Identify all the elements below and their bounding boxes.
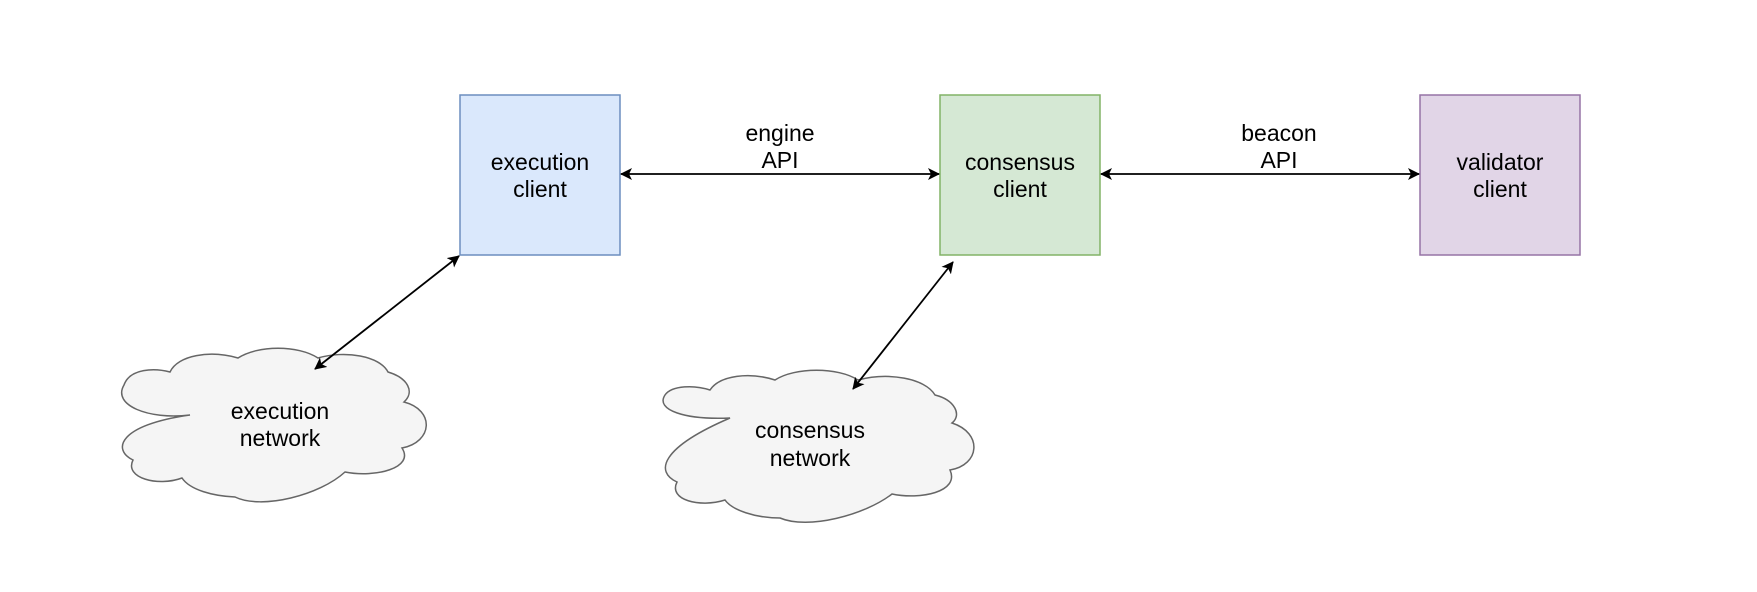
validator-client-box bbox=[1419, 94, 1581, 256]
beacon-api-label-line2: API bbox=[1260, 147, 1297, 173]
validator-client-label-line2: client bbox=[1473, 176, 1527, 202]
consensus-network-label-line1: consensus bbox=[755, 417, 865, 443]
beacon-api-label-line1: beacon bbox=[1241, 120, 1316, 146]
validator-client-node: validator client bbox=[1419, 94, 1581, 256]
consensus-client-label-line2: client bbox=[993, 176, 1047, 202]
execution-network-link-arrow bbox=[314, 255, 460, 370]
execution-client-label-line1: execution bbox=[491, 149, 589, 175]
execution-network-label-line2: network bbox=[240, 425, 321, 451]
engine-api-label-line1: engine bbox=[745, 120, 814, 146]
execution-network-label-line1: execution bbox=[231, 398, 329, 424]
consensus-network-cloud bbox=[662, 369, 975, 524]
consensus-network-node: consensus network bbox=[662, 369, 975, 524]
beacon-api-edge: beacon API bbox=[1100, 120, 1420, 180]
execution-client-label-line2: client bbox=[513, 176, 567, 202]
engine-api-edge: engine API bbox=[620, 120, 940, 180]
execution-network-node: execution network bbox=[121, 347, 427, 503]
consensus-network-link-arrow bbox=[852, 261, 954, 390]
consensus-client-box bbox=[939, 94, 1101, 256]
consensus-client-node: consensus client bbox=[939, 94, 1101, 256]
validator-client-label-line1: validator bbox=[1457, 149, 1544, 175]
execution-client-box bbox=[459, 94, 621, 256]
consensus-client-label-line1: consensus bbox=[965, 149, 1075, 175]
execution-network-cloud bbox=[121, 347, 427, 503]
consensus-network-label-line2: network bbox=[770, 445, 851, 471]
engine-api-label-line2: API bbox=[761, 147, 798, 173]
execution-client-node: execution client bbox=[459, 94, 621, 256]
